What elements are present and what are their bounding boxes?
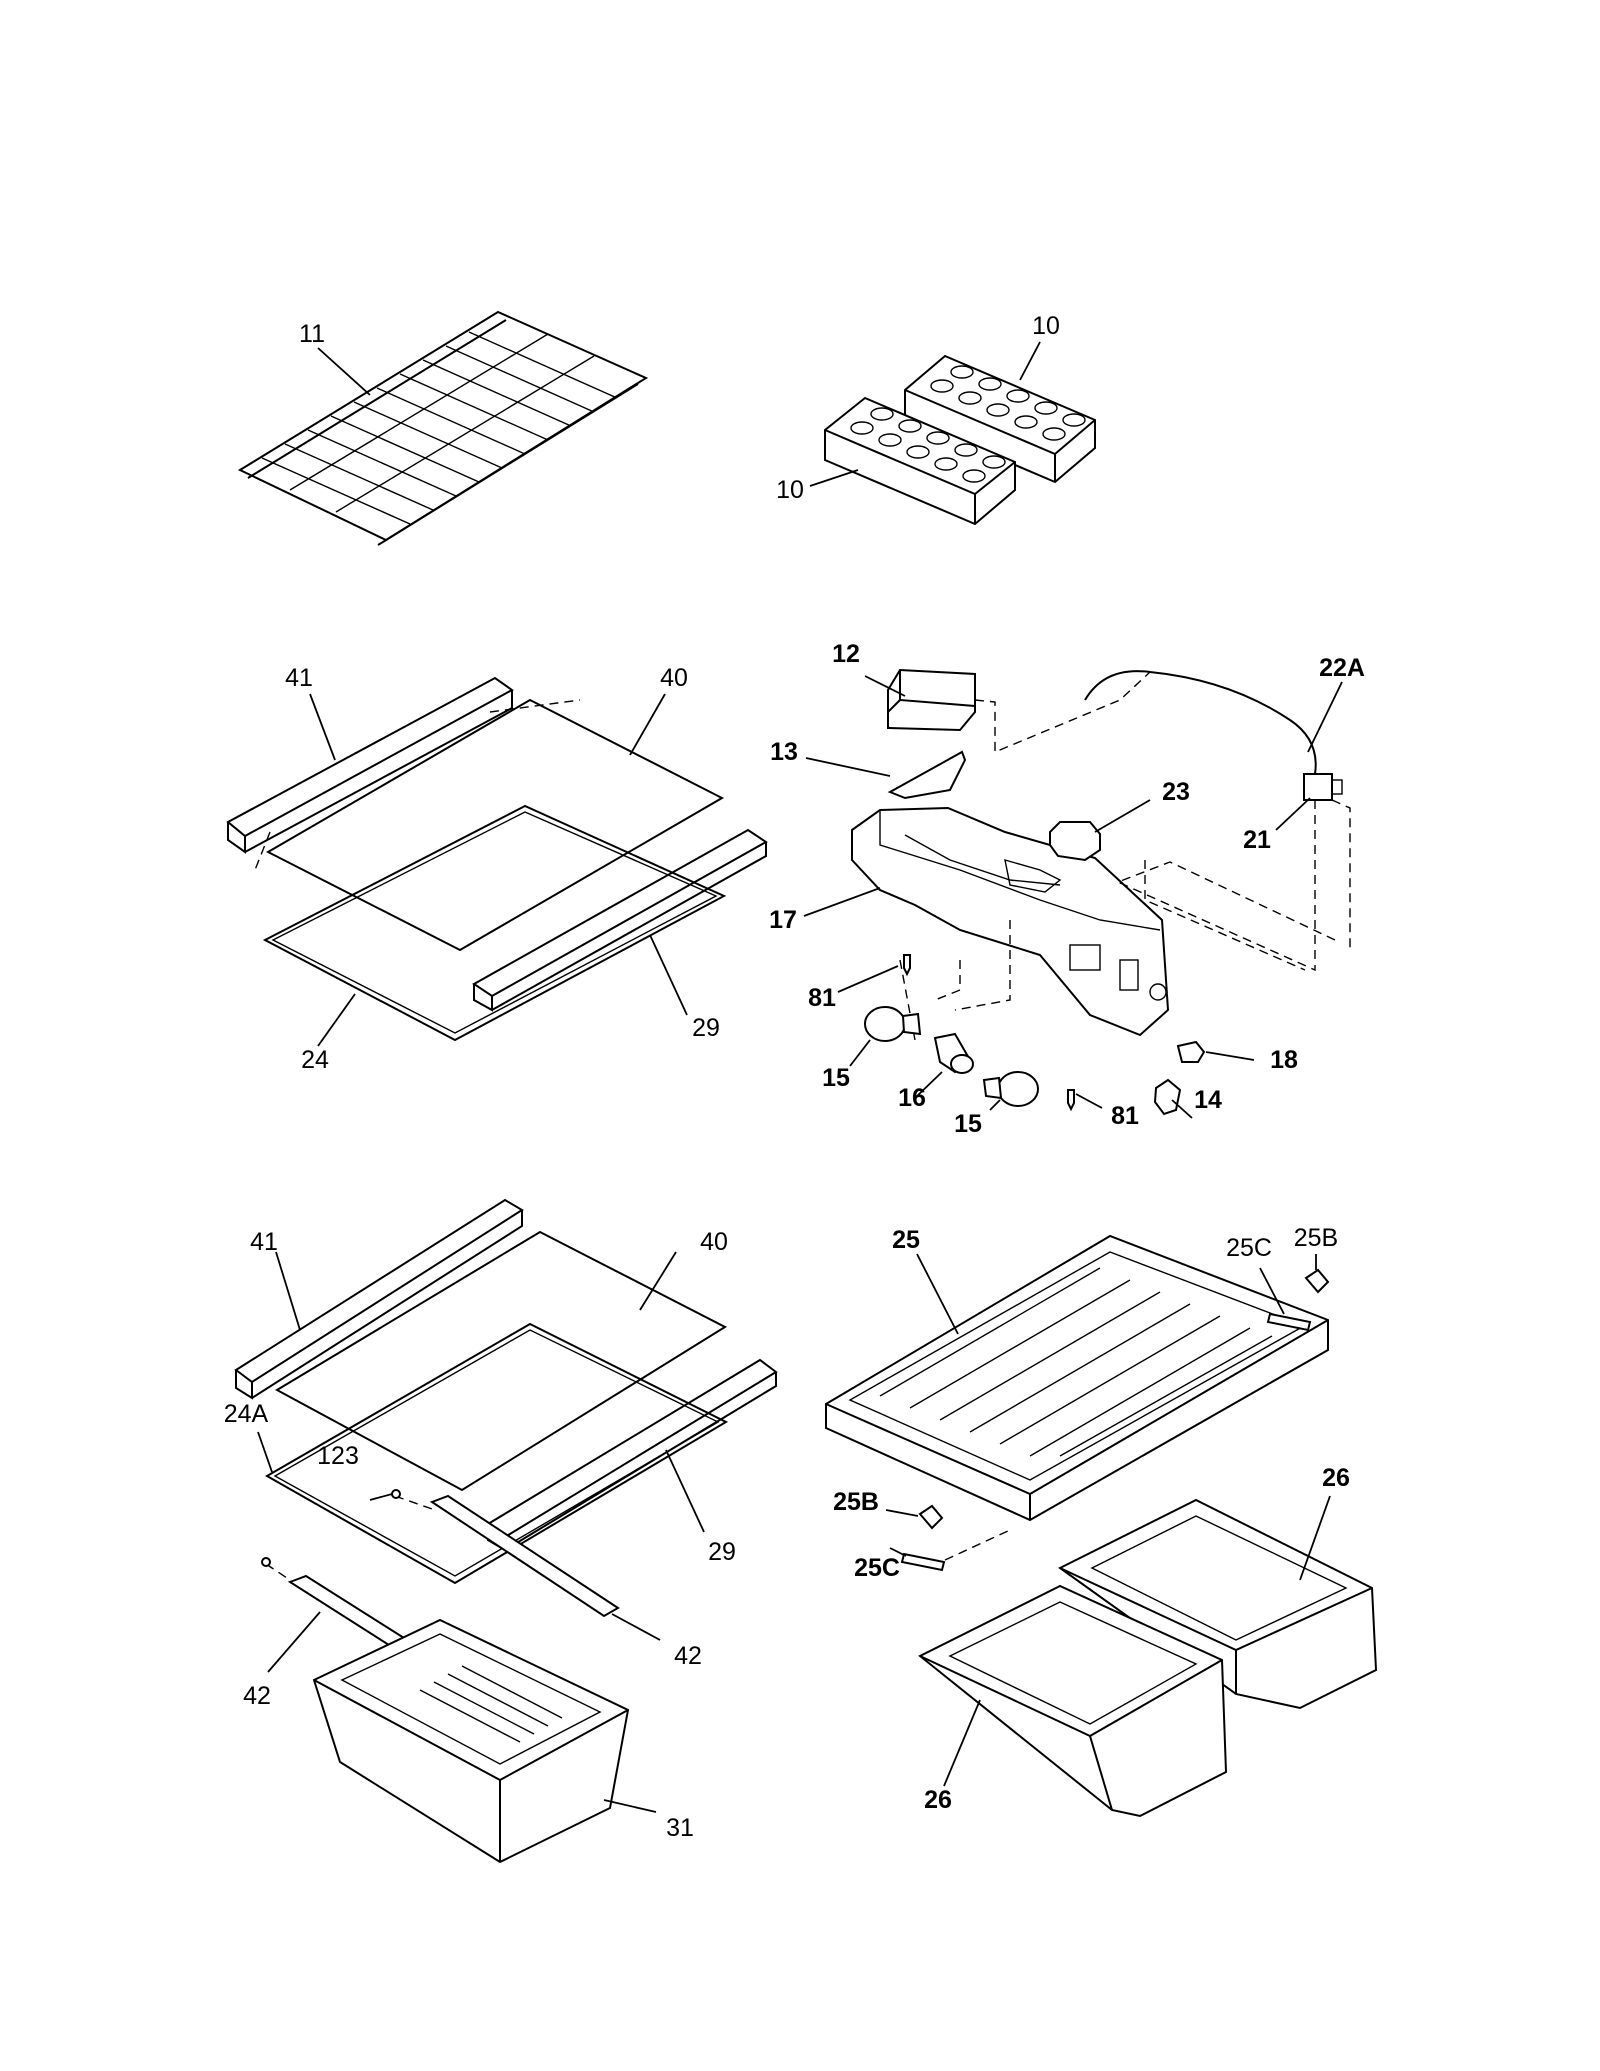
callout-42-left: 42 <box>243 1682 271 1710</box>
callout-25c-mid: 25C <box>854 1554 900 1582</box>
callout-15-left: 15 <box>822 1064 850 1092</box>
callout-15-right: 15 <box>954 1110 982 1138</box>
callout-42-right: 42 <box>674 1642 702 1670</box>
light-assembly <box>803 668 1351 1119</box>
callout-29-lower: 29 <box>708 1538 736 1566</box>
callout-40-lower: 40 <box>700 1228 728 1256</box>
wire-shelf <box>237 310 649 546</box>
callout-12: 12 <box>832 640 860 668</box>
callout-41-lower: 41 <box>250 1228 278 1256</box>
callout-31: 31 <box>666 1814 694 1842</box>
callout-29-upper: 29 <box>692 1014 720 1042</box>
callout-18: 18 <box>1270 1046 1298 1074</box>
upper-glass-shelf <box>226 676 768 1047</box>
callout-25: 25 <box>892 1226 920 1254</box>
callout-25b-top: 25B <box>1294 1224 1338 1252</box>
callout-17: 17 <box>769 906 797 934</box>
callout-10-top: 10 <box>1032 312 1060 340</box>
callout-81-left: 81 <box>808 984 836 1012</box>
callout-123: 123 <box>317 1442 359 1470</box>
callout-25b-mid: 25B <box>833 1488 879 1516</box>
callout-22a: 22A <box>1319 654 1365 682</box>
callout-40-upper: 40 <box>660 664 688 692</box>
crisper-cover-and-drawers <box>825 1234 1378 1818</box>
callout-23: 23 <box>1162 778 1190 806</box>
lower-glass-shelf <box>234 1198 778 1864</box>
callout-labels: 11 10 10 41 40 29 24 12 13 22A 23 21 17 … <box>224 312 1365 1842</box>
callout-11: 11 <box>299 320 325 348</box>
callout-25c-top: 25C <box>1226 1234 1272 1262</box>
callout-14: 14 <box>1194 1086 1222 1114</box>
callout-26-left: 26 <box>924 1786 952 1814</box>
callout-10-bottom: 10 <box>776 476 804 504</box>
callout-81-right: 81 <box>1111 1102 1139 1130</box>
callout-13: 13 <box>770 738 798 766</box>
callout-16: 16 <box>898 1084 926 1112</box>
callout-26-right: 26 <box>1322 1464 1350 1492</box>
callout-21: 21 <box>1243 826 1271 854</box>
callout-24: 24 <box>301 1046 329 1074</box>
callout-24a: 24A <box>224 1400 269 1428</box>
callout-41-upper: 41 <box>285 664 313 692</box>
ice-trays <box>809 341 1096 526</box>
